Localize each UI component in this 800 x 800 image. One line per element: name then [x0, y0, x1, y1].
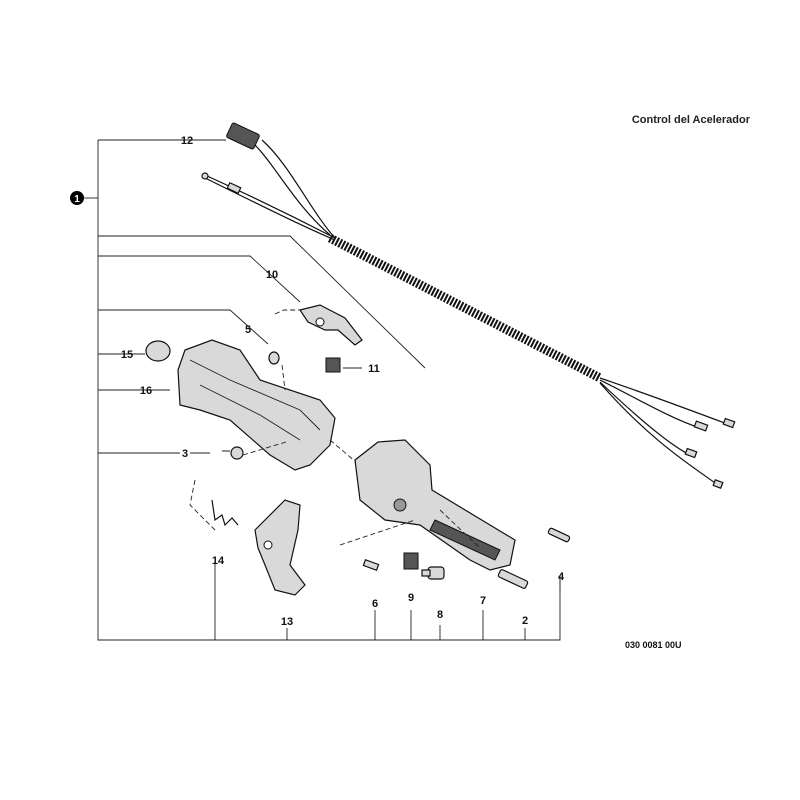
throttle-cable-assembly	[201, 122, 736, 489]
callout-1: 1	[70, 191, 98, 205]
screw-6	[362, 559, 380, 571]
label-13: 13	[281, 616, 293, 628]
label-7: 7	[480, 595, 486, 607]
alignment-lines	[242, 309, 481, 549]
screw-4	[547, 527, 571, 543]
label-5: 5	[245, 324, 251, 336]
collar-5	[268, 351, 280, 365]
label-11: 11	[368, 363, 380, 375]
throttle-trigger	[254, 499, 306, 596]
handle-housing-left	[177, 339, 336, 471]
label-16: 16	[140, 385, 152, 397]
label-14: 14	[212, 555, 225, 567]
bolt-2	[497, 569, 529, 589]
diagram-code: 030 0081 00U	[625, 640, 682, 650]
leader-3	[190, 450, 230, 454]
label-3: 3	[182, 448, 188, 460]
throttle-lock-lever	[299, 304, 363, 346]
plug-15	[145, 340, 171, 362]
label-9: 9	[408, 592, 414, 604]
pin-8	[421, 566, 445, 580]
diagram-title: Control del Acelerador	[631, 114, 750, 126]
label-15: 15	[121, 349, 133, 361]
handle-housing-right	[354, 439, 516, 571]
torsion-spring	[189, 479, 239, 531]
callout-1-label: 1	[74, 194, 80, 205]
label-4: 4	[558, 571, 565, 583]
frame-bracket	[97, 139, 561, 641]
part-labels: 12 10 5 11 15 16 3 14 13 6 9 8 7 2 4	[121, 135, 565, 628]
label-10: 10	[266, 269, 278, 281]
label-12: 12	[181, 135, 193, 147]
label-6: 6	[372, 598, 378, 610]
label-8: 8	[437, 609, 443, 621]
collar-3	[230, 446, 244, 460]
spring-9	[403, 552, 419, 570]
small-spring-11	[325, 357, 362, 373]
label-2: 2	[522, 615, 528, 627]
